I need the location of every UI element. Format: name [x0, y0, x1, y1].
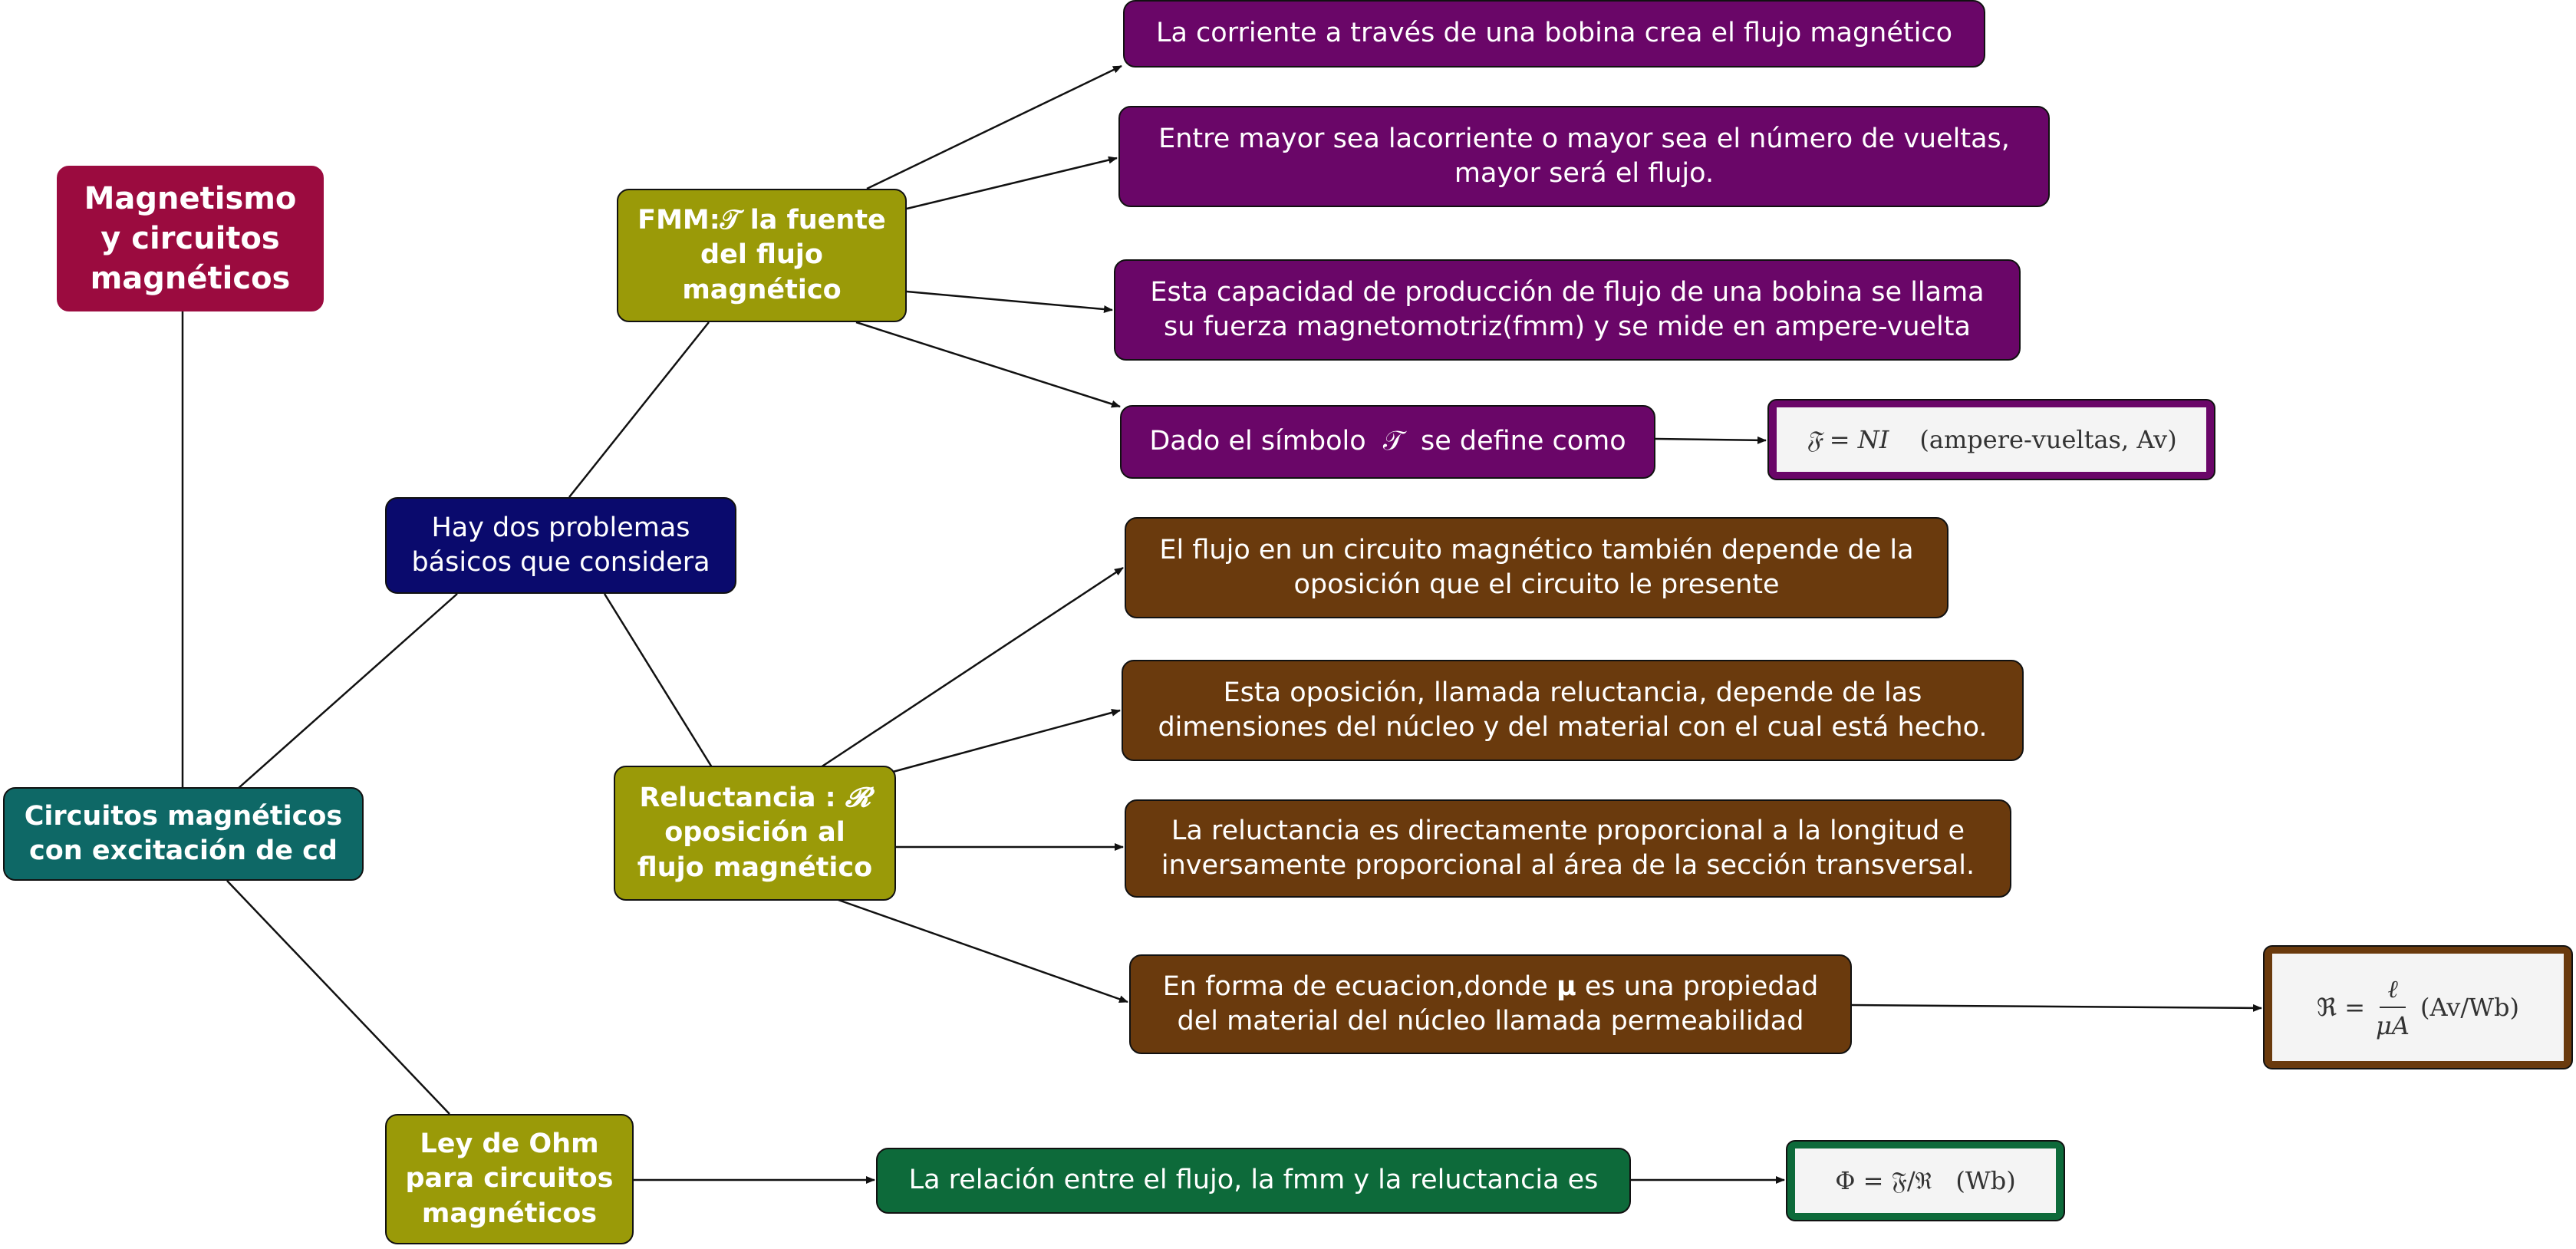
arrow-fmm-detail-1 — [866, 64, 1122, 190]
reluctancia-node: Reluctancia : 𝓡 oposición al flujo magné… — [614, 766, 896, 901]
fmm-detail-1: La corriente a través de una bobina crea… — [1123, 0, 1985, 68]
rel-detail-1: El flujo en un circuito magnético tambié… — [1125, 517, 1948, 618]
fmm-formula-unit: (ampere-vueltas, Av) — [1919, 425, 2177, 454]
fmm-detail-2: Entre mayor sea lacorriente o mayor sea … — [1118, 106, 2050, 207]
rel-formula: ℜ = ℓ μA (Av/Wb) — [2272, 954, 2564, 1061]
arrow-rel-formula — [1850, 1003, 2262, 1012]
fmm-detail-4-label: Dado el símbolo 𝒯 se define como — [1149, 426, 1626, 457]
reluctancia-suffix: oposición al flujo magnético — [637, 817, 873, 883]
rel-formula-fraction: ℓ μA — [2376, 974, 2410, 1040]
root-node: Magnetismo y circuitos magnéticos — [57, 166, 324, 311]
fmm-node: FMM:𝒯 la fuente del flujo magnético — [617, 189, 907, 322]
arrow-rel-detail-2 — [892, 709, 1121, 773]
fmm-detail-3-label: Esta capacidad de producción de flujo de… — [1150, 276, 1985, 343]
rel-formula-unit: (Av/Wb) — [2420, 993, 2519, 1022]
rel-formula-box: ℜ = ℓ μA (Av/Wb) — [2263, 945, 2573, 1069]
arrow-fmm-detail-2 — [906, 156, 1118, 210]
link-main-ohm — [226, 880, 450, 1115]
ohm-formula: Φ = 𝔉/ℜ (Wb) — [1795, 1148, 2056, 1213]
fmm-label: FMM:𝒯 la fuente del flujo magnético — [637, 204, 886, 305]
fmm-detail-3: Esta capacidad de producción de flujo de… — [1114, 259, 2021, 361]
ohm-formula-unit: (Wb) — [1955, 1166, 2016, 1195]
problems-label: Hay dos problemas básicos que considera — [411, 512, 710, 578]
rel-detail-2: Esta oposición, llamada reluctancia, dep… — [1122, 660, 2024, 761]
rel-detail-3: La reluctancia es directamente proporcio… — [1125, 799, 2011, 898]
fmm-detail-2-label: Entre mayor sea lacorriente o mayor sea … — [1158, 123, 2010, 189]
arrow-fmm-detail-4 — [855, 321, 1121, 408]
rel-formula-numerator: ℓ — [2380, 974, 2406, 1008]
reluctancia-symbol: 𝓡 — [845, 782, 871, 813]
root-label: Magnetismo y circuitos magnéticos — [84, 181, 297, 296]
reluctancia-prefix: Reluctancia : — [639, 782, 845, 813]
rel-detail-2-label: Esta oposición, llamada reluctancia, dep… — [1158, 677, 1988, 743]
rel-detail-4-label: En forma de ecuacion,donde μ es una prop… — [1146, 970, 1835, 1040]
arrow-rel-detail-4 — [835, 898, 1128, 1003]
link-problems-fmm — [568, 321, 710, 498]
arrow-rel-detail-1 — [820, 566, 1124, 769]
rel-detail-4-after: es una propiedad del material del núcleo… — [1177, 971, 1819, 1037]
rel-formula-denominator: μA — [2376, 1011, 2410, 1040]
arrow-fmm-detail-3 — [906, 290, 1113, 313]
problems-node: Hay dos problemas básicos que considera — [385, 497, 736, 594]
link-main-problems — [237, 593, 458, 789]
ohm-detail: La relación entre el flujo, la fmm y la … — [876, 1148, 1631, 1214]
arrow-fmm-formula — [1653, 436, 1767, 444]
main-node: Circuitos magnéticos con excitación de c… — [3, 787, 364, 881]
fmm-formula-expression: 𝔉 = NI — [1806, 424, 1889, 454]
fmm-formula: 𝔉 = NI (ampere-vueltas, Av) — [1777, 407, 2206, 472]
rel-detail-4: En forma de ecuacion,donde μ es una prop… — [1129, 954, 1852, 1054]
fmm-detail-1-label: La corriente a través de una bobina crea… — [1155, 18, 1953, 49]
ohm-label: Ley de Ohm para circuitos magnéticos — [405, 1128, 614, 1229]
ohm-node: Ley de Ohm para circuitos magnéticos — [385, 1114, 634, 1244]
rel-detail-4-before: En forma de ecuacion,donde — [1162, 971, 1556, 1002]
rel-detail-3-label: La reluctancia es directamente proporcio… — [1161, 815, 1975, 882]
reluctancia-label: Reluctancia : 𝓡 oposición al flujo magné… — [629, 781, 881, 886]
main-label: Circuitos magnéticos con excitación de c… — [24, 800, 343, 867]
mu-symbol: μ — [1556, 971, 1576, 1002]
ohm-detail-label: La relación entre el flujo, la fmm y la … — [908, 1165, 1599, 1196]
rel-detail-1-label: El flujo en un circuito magnético tambié… — [1159, 534, 1914, 601]
ohm-formula-expression: Φ = 𝔉/ℜ — [1835, 1165, 1933, 1195]
ohm-formula-box: Φ = 𝔉/ℜ (Wb) — [1786, 1140, 2065, 1221]
fmm-formula-box: 𝔉 = NI (ampere-vueltas, Av) — [1767, 399, 2215, 480]
link-problems-reluctancia — [603, 593, 713, 768]
fmm-detail-4: Dado el símbolo 𝒯 se define como — [1120, 405, 1655, 479]
rel-formula-lhs: ℜ = — [2317, 993, 2366, 1022]
